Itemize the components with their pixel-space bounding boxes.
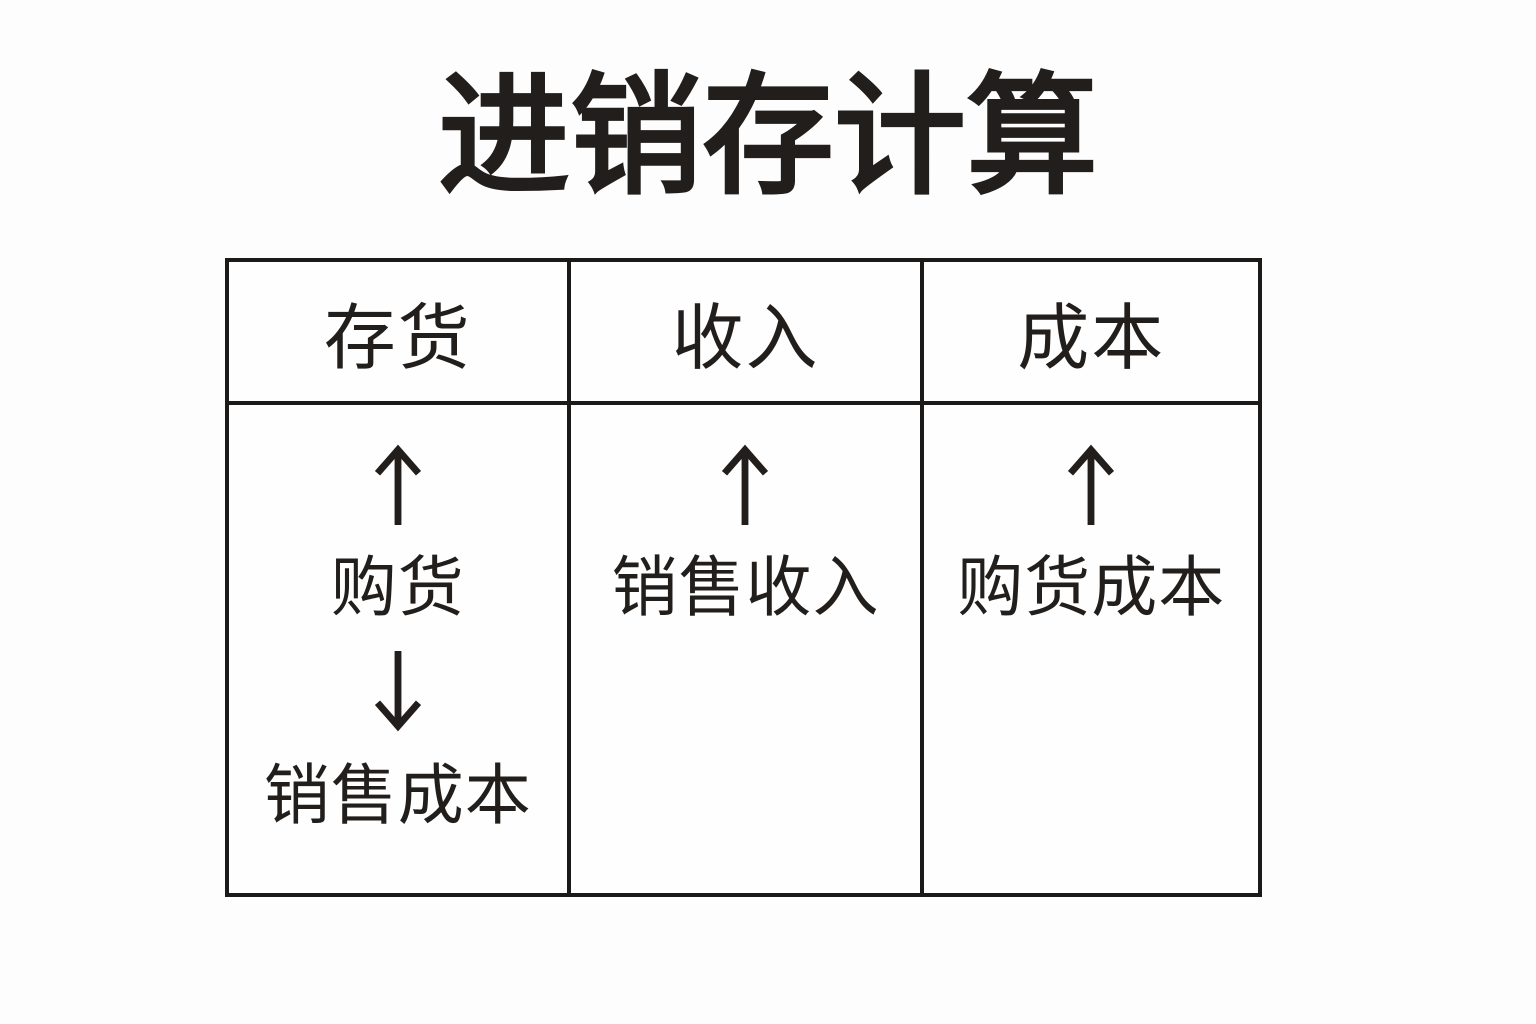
page-title: 进销存计算 bbox=[438, 63, 1098, 210]
column-header-inventory: 存货 bbox=[229, 262, 567, 405]
flow-label-sales-revenue: 销售收入 bbox=[611, 550, 880, 624]
column-body-inventory: 购货 销售成本 bbox=[229, 405, 567, 893]
column-body-cost: 购货成本 bbox=[924, 405, 1258, 893]
flow-label-purchase: 购货 bbox=[330, 550, 465, 624]
column-revenue: 收入 销售收入 bbox=[566, 262, 921, 893]
arrow-up-icon bbox=[722, 444, 769, 525]
column-header-revenue: 收入 bbox=[570, 262, 921, 405]
arrow-up-icon bbox=[374, 444, 421, 525]
flow-label-purchase-cost: 购货成本 bbox=[957, 550, 1226, 624]
column-header-cost: 成本 bbox=[924, 262, 1258, 405]
arrow-up-icon bbox=[1068, 444, 1115, 525]
column-cost: 成本 购货成本 bbox=[920, 262, 1258, 893]
flow-label-cost-of-sales: 销售成本 bbox=[263, 757, 532, 832]
inventory-flow-table: 存货 购货 销售成本 收入 销售收入 成本 bbox=[225, 258, 1262, 897]
column-inventory: 存货 购货 销售成本 bbox=[229, 262, 567, 893]
arrow-down-icon bbox=[374, 650, 421, 732]
column-body-revenue: 销售收入 bbox=[571, 405, 921, 893]
